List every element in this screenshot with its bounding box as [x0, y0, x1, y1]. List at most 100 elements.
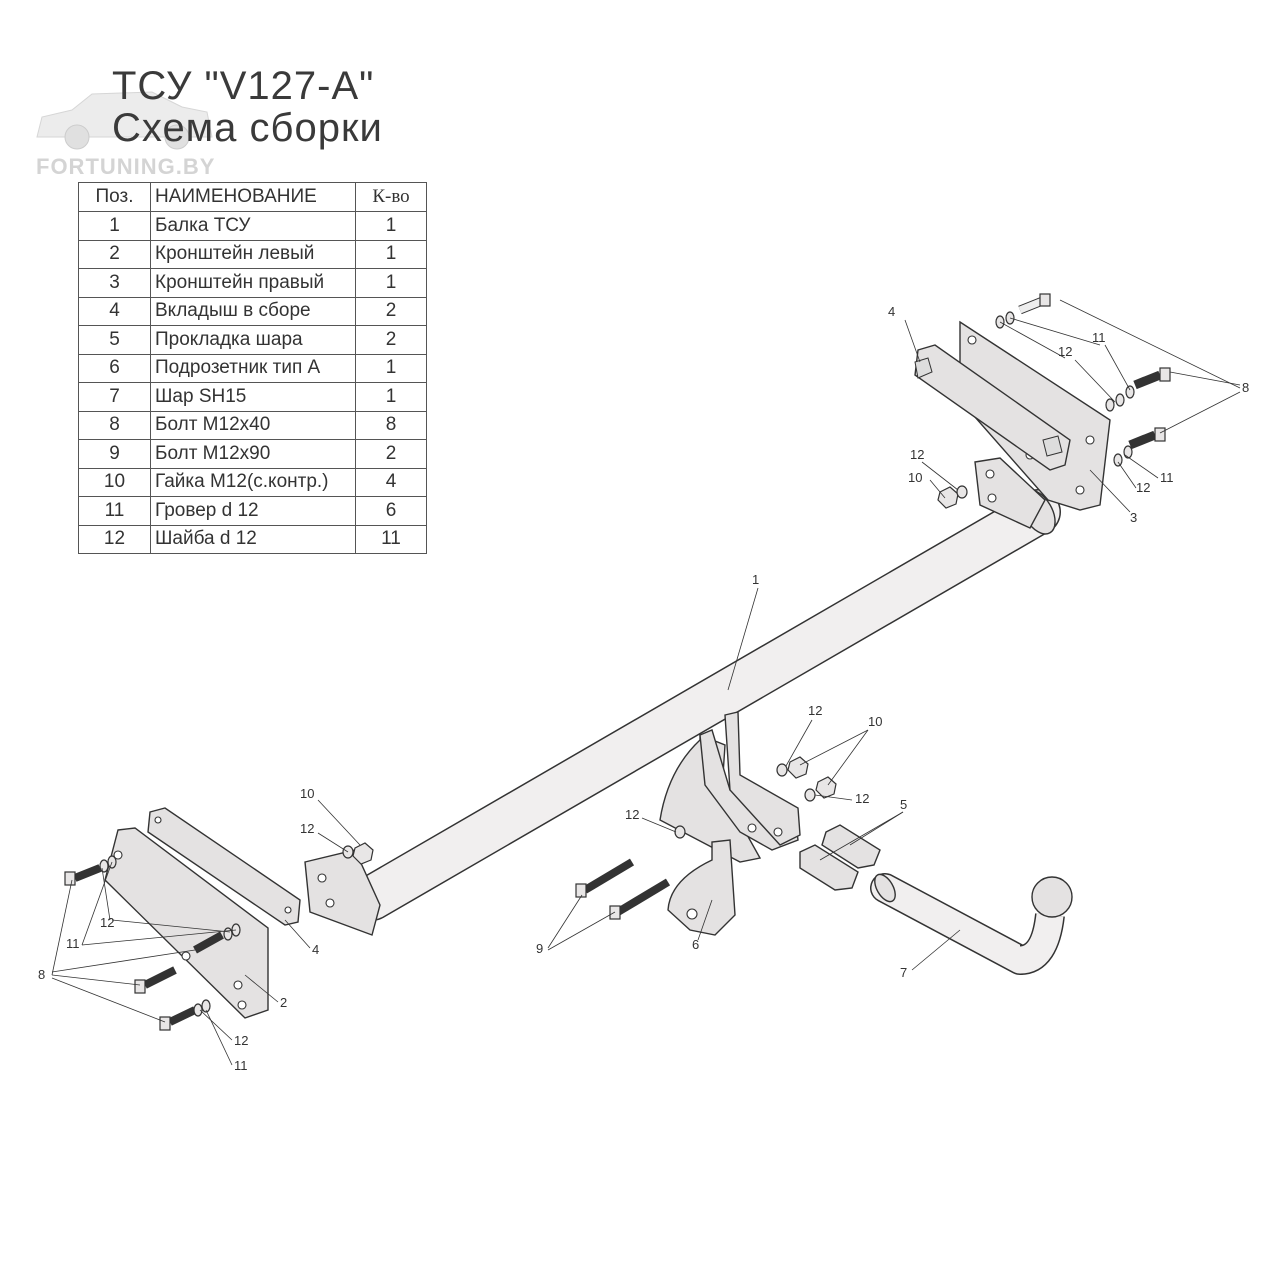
leader-line [51, 974, 141, 986]
leader-line [697, 899, 713, 941]
callout-label: 1 [752, 572, 759, 587]
callout-label: 12 [1058, 344, 1072, 359]
part-5-ball-spacers [799, 824, 881, 891]
leader-line [1009, 317, 1101, 346]
leader-line [785, 719, 813, 767]
page-title: ТСУ "V127-A" [112, 64, 375, 108]
cell-quantity: 1 [355, 353, 427, 383]
leader-line [799, 729, 869, 766]
callout-label: 10 [868, 714, 882, 729]
leader-line [51, 949, 196, 973]
callout-label: 4 [312, 942, 319, 957]
leader-line [1104, 344, 1131, 391]
callout-label: 12 [300, 821, 314, 836]
cell-quantity: 2 [355, 439, 427, 469]
leader-line [199, 1009, 233, 1041]
callout-label: 6 [692, 937, 699, 952]
callout-label: 12 [625, 807, 639, 822]
leader-line [244, 974, 279, 1003]
leader-line [921, 461, 959, 491]
callout-label: 11 [1160, 470, 1174, 485]
leader-line [1159, 391, 1241, 434]
cell-name: Болт М12х90 [150, 439, 356, 469]
leader-line [904, 319, 921, 363]
callout-label: 10 [300, 786, 314, 801]
leader-line [81, 861, 113, 946]
callout-label: 12 [855, 791, 869, 806]
callout-label: 10 [908, 470, 922, 485]
part-2-left-bracket [104, 827, 269, 1019]
fasteners [64, 293, 1171, 1031]
leader-line [1089, 469, 1131, 513]
cell-name: Шар SH15 [150, 382, 356, 412]
cell-quantity: 6 [355, 496, 427, 526]
header-name: НАИМЕНОВАНИЕ [150, 182, 356, 212]
watermark-text: FORTUNING.BY [36, 154, 216, 179]
leader-line [101, 867, 111, 921]
callout-label: 3 [1130, 510, 1137, 525]
callout-label: 11 [1092, 330, 1106, 345]
part-1-beam [304, 457, 1061, 936]
leader-line [1169, 371, 1241, 386]
callout-label: 12 [910, 447, 924, 462]
table-header-row: Поз. НАИМЕНОВАНИЕ К-во [78, 182, 427, 212]
leader-line [205, 1009, 233, 1066]
leader-line [111, 919, 231, 933]
cell-position: 2 [78, 239, 151, 269]
cell-name: Кронштейн правый [150, 268, 356, 298]
header-position: Поз. [78, 182, 151, 212]
leader-line [1059, 299, 1241, 389]
leader-line [1124, 454, 1159, 479]
leader-line [641, 817, 677, 833]
leader-line [1074, 359, 1116, 403]
page-subtitle: Схема сборки [112, 106, 383, 150]
callout-label: 12 [1136, 480, 1150, 495]
part-7-tow-ball [870, 873, 1073, 975]
cell-position: 9 [78, 439, 151, 469]
cell-position: 6 [78, 353, 151, 383]
leader-line [827, 729, 869, 786]
leader-line [317, 799, 361, 846]
callout-label: 9 [536, 941, 543, 956]
cell-name: Шайба d 12 [150, 524, 356, 554]
cell-name: Подрозетник тип А [150, 353, 356, 383]
cell-quantity: 1 [355, 211, 427, 241]
leader-line [819, 811, 904, 861]
leader-line [547, 911, 616, 951]
callout-label: 12 [234, 1033, 248, 1048]
callout-label: 11 [234, 1058, 248, 1073]
leader-line [929, 479, 946, 499]
cell-quantity: 2 [355, 296, 427, 326]
leader-line [284, 919, 311, 949]
cell-name: Гайка М12(с.контр.) [150, 467, 356, 497]
callout-label: 5 [900, 797, 907, 812]
header-quantity: К-во [355, 182, 427, 212]
leader-line [1117, 461, 1137, 489]
leader-line [999, 321, 1066, 359]
cell-name: Вкладыш в сборе [150, 296, 356, 326]
cell-position: 12 [78, 524, 151, 554]
cell-position: 4 [78, 296, 151, 326]
leader-line [911, 929, 961, 971]
leader-line [727, 587, 759, 691]
cell-name: Кронштейн левый [150, 239, 356, 269]
callout-label: 2 [280, 995, 287, 1010]
part-4-left-insert [147, 807, 301, 926]
cell-quantity: 11 [355, 524, 427, 554]
leader-line [51, 879, 73, 976]
callout-label: 8 [1242, 380, 1249, 395]
leader-line [317, 832, 349, 853]
